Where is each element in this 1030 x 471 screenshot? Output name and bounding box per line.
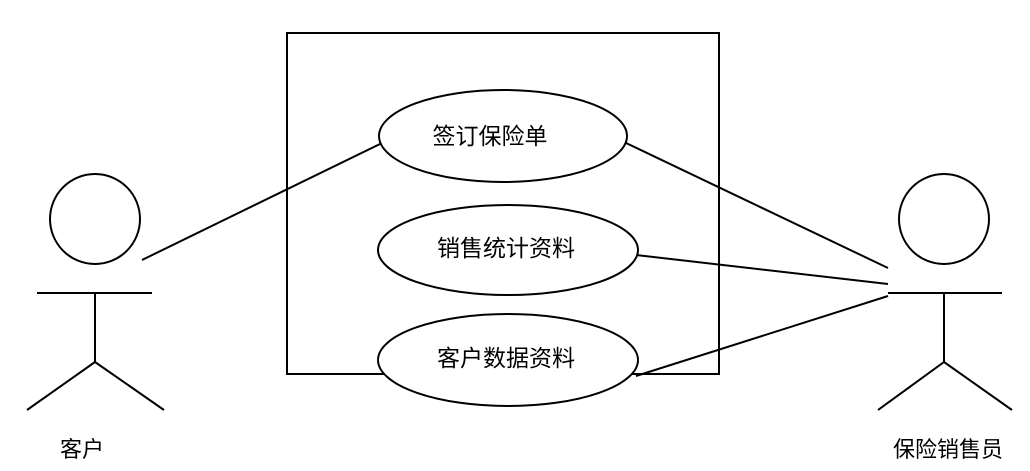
use-case-sign-policy[interactable]: 签订保险单 <box>378 89 628 183</box>
use-case-sales-stats[interactable]: 销售统计资料 <box>377 204 639 296</box>
use-case-ellipse <box>377 204 639 296</box>
actor-right-leg <box>943 361 1013 411</box>
actor-agent[interactable]: 保险销售员 <box>877 173 1013 463</box>
association-agent-customer-data <box>635 295 889 377</box>
use-case-label: 客户数据资料 <box>437 346 575 372</box>
actor-right-leg <box>94 361 165 411</box>
use-case-ellipse <box>378 89 628 183</box>
actor-head <box>898 173 990 265</box>
actor-label: 保险销售员 <box>893 438 1003 463</box>
association-customer-sign-policy <box>141 142 383 261</box>
actor-label: 客户 <box>60 438 104 463</box>
actor-head <box>49 173 141 265</box>
use-case-ellipse <box>377 313 639 407</box>
use-case-customer-data[interactable]: 客户数据资料 <box>377 313 639 407</box>
use-case-label: 销售统计资料 <box>437 236 575 262</box>
actor-left-leg <box>26 361 96 411</box>
actor-customer[interactable]: 客户 <box>26 173 165 463</box>
actor-left-leg <box>877 361 945 411</box>
use-case-label: 签订保险单 <box>433 124 548 150</box>
association-agent-sign-policy <box>625 142 889 269</box>
association-agent-sales-stats <box>635 254 889 285</box>
